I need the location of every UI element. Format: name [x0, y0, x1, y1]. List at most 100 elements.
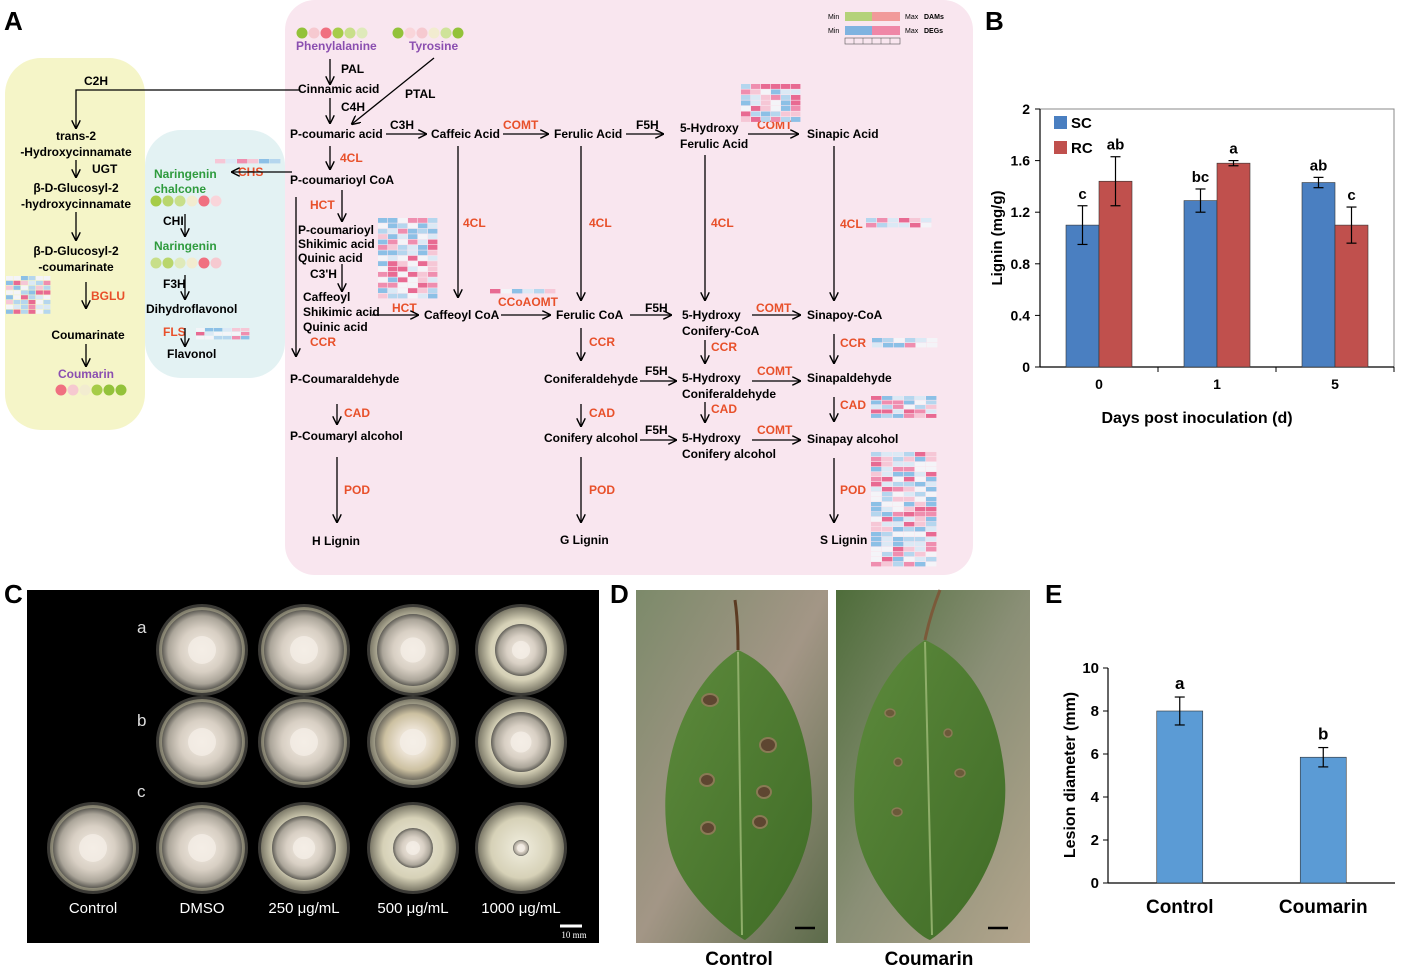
lignin-branch-bg — [285, 0, 973, 575]
dots-coumarin — [55, 384, 127, 396]
significance-letter: a — [1229, 141, 1238, 158]
enzyme-comt-3: COMT — [756, 301, 792, 315]
metabolite-caffeoyl-shikimic: Caffeoyl — [303, 290, 350, 304]
enzyme-cad-4: CAD — [840, 398, 866, 412]
enzyme-c4h: C4H — [341, 100, 365, 114]
enzyme-4cl-2: 4CL — [463, 216, 486, 230]
enzyme-cad-3: CAD — [711, 402, 737, 416]
coumarin-branch: C2H trans-2 -Hydroxycinnamate UGT β-D-Gl… — [20, 74, 132, 381]
metabolite-naringenin-chalcone: Naringenin — [154, 167, 217, 181]
metabolite-5-hydroxy-coniferaldehyde: 5-Hydroxy — [682, 371, 741, 385]
bar-rc — [1098, 180, 1133, 368]
enzyme-4cl-5: 4CL — [840, 217, 863, 231]
row-label-c: c — [137, 782, 146, 801]
metabolite-phenylalanine: Phenylalanine — [296, 39, 377, 53]
svg-text:Conifery alcohol: Conifery alcohol — [682, 447, 776, 461]
enzyme-ccr-2: CCR — [589, 335, 615, 349]
y-tick-label: 2 — [1091, 832, 1099, 849]
enzyme-pod-2: POD — [589, 483, 615, 497]
enzyme-ccr-1: CCR — [310, 335, 336, 349]
metabolite-conifery-alcohol: Conifery alcohol — [544, 431, 638, 445]
metabolite-p-coumaric-acid: P-coumaric acid — [290, 127, 383, 141]
significance-letter: ab — [1107, 137, 1125, 154]
enzyme-ptal: PTAL — [405, 87, 435, 101]
enzyme-f5h-1: F5H — [636, 118, 659, 132]
metabolite-sinapay-alcohol: Sinapay alcohol — [807, 432, 898, 446]
y-tick-label: 8 — [1091, 703, 1099, 720]
svg-text:Ferulic Acid: Ferulic Acid — [680, 137, 748, 151]
heatmap-hct — [378, 218, 438, 299]
heatmap-4cl — [866, 218, 932, 228]
legend-label-sc: SC — [1071, 115, 1092, 132]
heatmap-ccoaomt — [490, 289, 556, 294]
enzyme-c3h-prime: C3'H — [310, 267, 337, 281]
metabolite-feruloyl-coa: Ferulic CoA — [556, 308, 624, 322]
dish-label-dmso: DMSO — [180, 900, 225, 917]
svg-text:Shikimic acid: Shikimic acid — [298, 237, 375, 251]
product-s-lignin: S Lignin — [820, 533, 867, 547]
metabolite-coumarin: Coumarin — [58, 367, 114, 381]
enzyme-bglu: BGLU — [91, 289, 125, 303]
metabolite-p-coumarioyl-shikimic: P-coumarioyl — [298, 223, 374, 237]
petri-dish — [258, 604, 350, 696]
petri-dish — [47, 802, 139, 894]
svg-text:Min: Min — [828, 28, 839, 35]
pathway-diagram: Min Max DAMs Min Max DEGs C2H trans-2 -H… — [5, 0, 973, 575]
petri-dish — [156, 696, 248, 788]
dots-naringenin — [150, 257, 222, 269]
dots-tyrosine — [392, 27, 464, 39]
panel-letter-c: C — [4, 579, 23, 609]
leaf-coumarin — [854, 589, 1008, 940]
pathway-arrows — [76, 57, 834, 522]
enzyme-ccoaomt: CCoAOMT — [498, 295, 559, 309]
heatmap-fls — [196, 328, 250, 340]
heatmap-comt-sinapic — [741, 84, 801, 122]
x-tick-label: Coumarin — [1279, 897, 1368, 918]
enzyme-f5h-3: F5H — [645, 364, 668, 378]
row-label-b: b — [137, 711, 146, 730]
significance-letter: b — [1318, 725, 1328, 744]
svg-text:Conifery-CoA: Conifery-CoA — [682, 324, 760, 338]
bar-sc — [1301, 182, 1336, 368]
enzyme-c3h: C3H — [390, 118, 414, 132]
heatmap-bglu — [6, 276, 51, 314]
petri-dish — [367, 696, 459, 788]
svg-text:Shikimic acid: Shikimic acid — [303, 305, 380, 319]
x-tick-label: 5 — [1331, 376, 1339, 392]
dots-naringenin-chalcone — [150, 195, 222, 207]
panel-c-petri-dishes: a b c Control DMSO 250 μg/mL 500 μg/mL 1… — [27, 590, 599, 943]
enzyme-pod-3: POD — [840, 483, 866, 497]
svg-text:Max: Max — [905, 14, 919, 21]
product-h-lignin: H Lignin — [312, 534, 360, 548]
enzyme-hct-1: HCT — [310, 198, 335, 212]
svg-text:Min: Min — [828, 14, 839, 21]
metabolite-sinapoy-coa: Sinapoy-CoA — [807, 308, 883, 322]
metabolite-sinapic-acid: Sinapic Acid — [807, 127, 879, 141]
dots-phenylalanine — [296, 27, 368, 39]
svg-text:Coniferaldehyde: Coniferaldehyde — [682, 387, 776, 401]
x-tick-label: Control — [1146, 897, 1214, 918]
bar-rc — [1216, 162, 1251, 368]
panel-d-leaves: Control Coumarin — [636, 589, 1030, 966]
petri-dish — [367, 604, 459, 696]
significance-letter: c — [1347, 187, 1355, 204]
x-tick-label: 1 — [1213, 376, 1221, 392]
svg-text:chalcone: chalcone — [154, 182, 206, 196]
dish-grid — [47, 604, 567, 894]
enzyme-ccr-4: CCR — [840, 336, 866, 350]
dam-dots — [55, 27, 464, 396]
leaf-control — [665, 599, 815, 940]
legend-swatch-sc — [1054, 116, 1067, 129]
svg-text:DAMs: DAMs — [924, 14, 944, 21]
enzyme-pal: PAL — [341, 62, 364, 76]
metabolite-caffeoyl-coa: Caffeoyl CoA — [424, 308, 500, 322]
y-axis-label: Lignin (mg/g) — [989, 191, 1006, 286]
metabolite-sinapaldehyde: Sinapaldehyde — [807, 371, 892, 385]
flavonoid-branch: CHS Naringenin chalcone CHI Naringenin F… — [146, 165, 263, 361]
panel-letter-b: B — [985, 6, 1004, 36]
metabolite-cinnamic-acid: Cinnamic acid — [298, 82, 379, 96]
enzyme-cad-1: CAD — [344, 406, 370, 420]
metabolite-trans2: trans-2 — [56, 129, 96, 143]
svg-text:-Hydroxycinnamate: -Hydroxycinnamate — [20, 145, 132, 159]
